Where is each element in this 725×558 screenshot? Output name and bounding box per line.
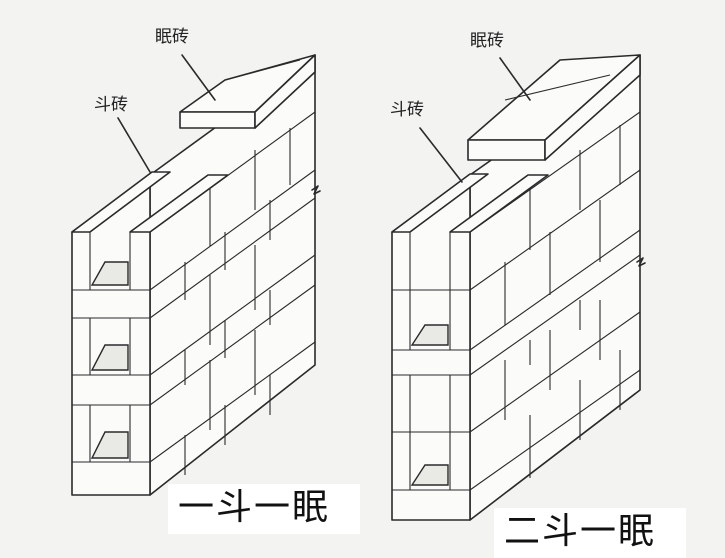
left-wall-top-mian-brick-side xyxy=(254,54,316,129)
right-label-dou-brick: 斗砖 xyxy=(390,100,424,120)
right-wall-top-dou-brick-1 xyxy=(391,173,489,233)
right-wall-end-courses xyxy=(392,232,470,491)
left-wall-cavity-2 xyxy=(90,344,129,371)
left-wall-break-mark xyxy=(311,185,321,195)
right-leader-mian xyxy=(499,57,531,101)
right-wall-break-mark xyxy=(636,257,646,267)
left-label-mian-brick: 眠砖 xyxy=(155,27,189,47)
left-leader-dou xyxy=(117,117,151,173)
left-wall-cavity-3 xyxy=(90,431,129,459)
right-wall-cavity-1 xyxy=(410,324,449,346)
left-wall-top-mian-brick-front xyxy=(179,111,256,129)
right-wall-top-mian-joint xyxy=(504,74,611,101)
left-wall-top-mian-joint xyxy=(224,59,301,81)
left-wall-top-dou-brick-1 xyxy=(71,171,171,233)
left-wall: 眠砖 斗砖 xyxy=(71,27,321,496)
left-wall-cavity-1 xyxy=(90,261,129,286)
right-wall-top-mian-brick-front xyxy=(467,139,546,161)
left-leader-mian xyxy=(181,54,216,101)
right-wall-courses xyxy=(469,111,641,491)
left-figure-caption: 一斗一眠 xyxy=(168,484,360,534)
right-leader-dou xyxy=(419,127,463,183)
right-wall-cavity-2 xyxy=(410,464,449,486)
left-wall-end-courses xyxy=(72,232,150,463)
left-label-dou-brick: 斗砖 xyxy=(94,95,128,115)
right-figure-caption: 二斗一眠 xyxy=(494,508,686,558)
right-wall-top-dou-brick-2 xyxy=(449,174,549,233)
right-wall-top-mian-brick-side xyxy=(544,54,641,161)
right-label-mian-brick: 眠砖 xyxy=(470,31,504,51)
left-wall-top-dou-brick-2 xyxy=(129,174,229,233)
right-wall: 眠砖 斗砖 xyxy=(390,31,646,521)
